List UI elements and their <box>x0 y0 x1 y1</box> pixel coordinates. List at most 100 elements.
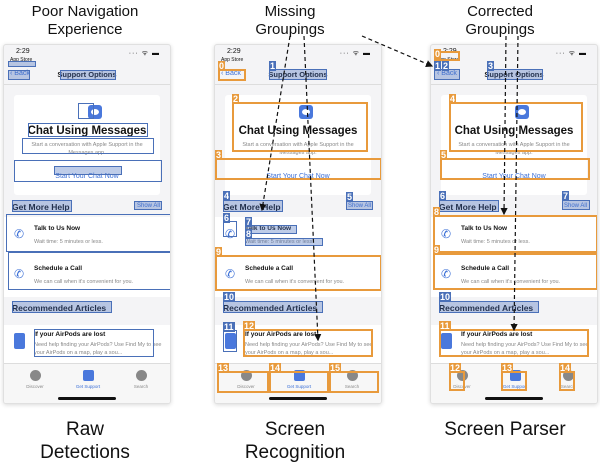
show-all-link[interactable]: Show All <box>563 203 587 209</box>
group-label: 9 <box>215 247 223 257</box>
group-label: 10 <box>439 292 452 302</box>
detection-box <box>14 160 162 182</box>
nav-bar: ‹ Back Support Options <box>4 67 170 85</box>
nav-title: Support Options <box>57 70 117 79</box>
status-time: 2:29 <box>16 48 30 55</box>
support-icon <box>509 370 521 381</box>
recommended-articles-heading: Recommended Articles <box>439 303 534 313</box>
group-label: 10 <box>223 292 236 302</box>
group-label: 13 <box>501 363 514 373</box>
group-box-12 <box>243 329 373 357</box>
row-subtitle: Wait time: 5 minutes or less. <box>245 239 314 245</box>
row-subtitle: We can call when it's convenient for you… <box>34 279 134 285</box>
document-icon <box>441 333 452 349</box>
start-chat-button[interactable]: Start Your Chat Now <box>266 173 330 180</box>
article-subtitle: Need help finding your AirPods? Use Find… <box>245 342 373 356</box>
status-app-store: App Store <box>10 57 33 63</box>
tab-search[interactable]: Search <box>116 370 166 389</box>
group-box-9 <box>215 255 381 291</box>
search-icon <box>346 370 358 381</box>
tab-bar: Discover Get Support Search <box>215 363 381 403</box>
article-subtitle: Need help finding your AirPods? Use Find… <box>461 342 589 356</box>
group-label: 3 <box>215 150 223 160</box>
wifi-battery-icon: ··· ᯤ ▬ <box>339 50 371 57</box>
tab-discover[interactable]: Discover <box>437 370 487 389</box>
tab-label: Discover <box>26 384 44 389</box>
talk-to-us-row[interactable]: ✆ Talk to Us Now Wait time: 5 minutes or… <box>215 217 381 257</box>
group-label: 1 <box>269 61 277 71</box>
group-label: 13 <box>217 363 230 373</box>
show-all-link[interactable]: Show All <box>347 203 371 209</box>
back-button[interactable]: ‹ Back <box>10 70 30 77</box>
tab-get-support[interactable]: Get Support <box>490 370 540 389</box>
group-label: 0 <box>434 49 442 59</box>
status-bar: 2:29 App Store ··· ᯤ ▬ <box>4 45 170 67</box>
group-box-9 <box>433 253 597 290</box>
detection-box <box>8 61 36 67</box>
schedule-call-row[interactable]: ✆ Schedule a Call We can call when it's … <box>4 257 170 297</box>
group-box-4 <box>449 102 583 152</box>
talk-to-us-row[interactable]: ✆ Talk to Us Now Wait time: 5 minutes or… <box>4 217 170 257</box>
back-button[interactable]: ‹ Back <box>437 70 457 77</box>
article-row[interactable]: If your AirPods are lost Need help findi… <box>4 325 170 365</box>
tab-search[interactable]: Search <box>327 370 377 389</box>
wifi-battery-icon: ··· ᯤ ▬ <box>128 50 160 57</box>
back-button[interactable]: ‹ Back <box>221 70 241 77</box>
get-more-help-heading: Get More Help <box>12 202 70 212</box>
group-label: 0 <box>218 61 226 71</box>
group-box-10 <box>439 301 539 313</box>
tab-search[interactable]: Search <box>543 370 593 389</box>
phone-icon: ✆ <box>14 227 25 241</box>
compass-icon <box>240 370 252 381</box>
article-row[interactable]: If your AirPods are lost Need help findi… <box>215 325 381 365</box>
detection-box <box>8 252 170 290</box>
group-label: 14 <box>269 363 282 373</box>
caption-screen-parser: Screen Parser <box>444 419 566 440</box>
detection-box <box>78 103 94 119</box>
chat-card: Chat Using Messages Start a conversation… <box>14 95 160 195</box>
detection-box <box>12 200 72 212</box>
article-subtitle: Need help finding your AirPods? Use Find… <box>34 342 162 356</box>
tab-label: Get Support <box>502 384 528 389</box>
group-box-15 <box>329 371 379 393</box>
get-more-help-heading: Get More Help <box>223 202 281 212</box>
group-box-3 <box>487 69 543 80</box>
nav-title: Support Options <box>268 70 328 79</box>
tab-get-support[interactable]: Get Support <box>63 370 113 389</box>
row-subtitle: Wait time: 5 minutes or less. <box>34 239 103 245</box>
compass-icon <box>456 370 468 381</box>
article-title: If your AirPods are lost <box>34 331 106 338</box>
tab-label: Discover <box>453 384 471 389</box>
article-title: If your AirPods are lost <box>461 331 533 338</box>
row-title: Schedule a Call <box>34 265 83 272</box>
caption-screen-recognition: Screen Recognition <box>244 419 346 463</box>
row-subtitle: We can call when it's convenient for you… <box>245 279 345 285</box>
group-label: 9 <box>433 245 441 255</box>
caption-missing-groupings: Missing Groupings <box>255 3 325 38</box>
row-subtitle: Wait time: 5 minutes or less. <box>461 239 530 245</box>
tab-discover[interactable]: Discover <box>10 370 60 389</box>
row-title: Schedule a Call <box>461 265 510 272</box>
article-row[interactable]: If your AirPods are lost Need help findi… <box>431 325 597 365</box>
search-icon <box>562 370 574 381</box>
show-all-link[interactable]: Show All <box>136 203 160 209</box>
group-label: 5 <box>346 192 354 202</box>
status-app-store: App Store <box>221 57 244 63</box>
group-box-3 <box>215 158 381 180</box>
detection-box <box>54 166 122 175</box>
row-title: Schedule a Call <box>245 265 294 272</box>
group-label: 2 <box>442 61 450 71</box>
support-icon <box>293 370 305 381</box>
start-chat-button[interactable]: Start Your Chat Now <box>55 173 119 180</box>
tab-label: Get Support <box>75 384 101 389</box>
phone-icon: ✆ <box>225 227 236 241</box>
phone-icon: ✆ <box>225 267 236 281</box>
detection-box <box>60 70 116 80</box>
group-box-6 <box>439 200 499 212</box>
messages-icon <box>88 105 102 119</box>
tab-get-support[interactable]: Get Support <box>274 370 324 389</box>
group-label: 14 <box>559 363 572 373</box>
group-box-12 <box>449 371 465 391</box>
tab-discover[interactable]: Discover <box>221 370 271 389</box>
get-more-help-heading: Get More Help <box>439 202 497 212</box>
